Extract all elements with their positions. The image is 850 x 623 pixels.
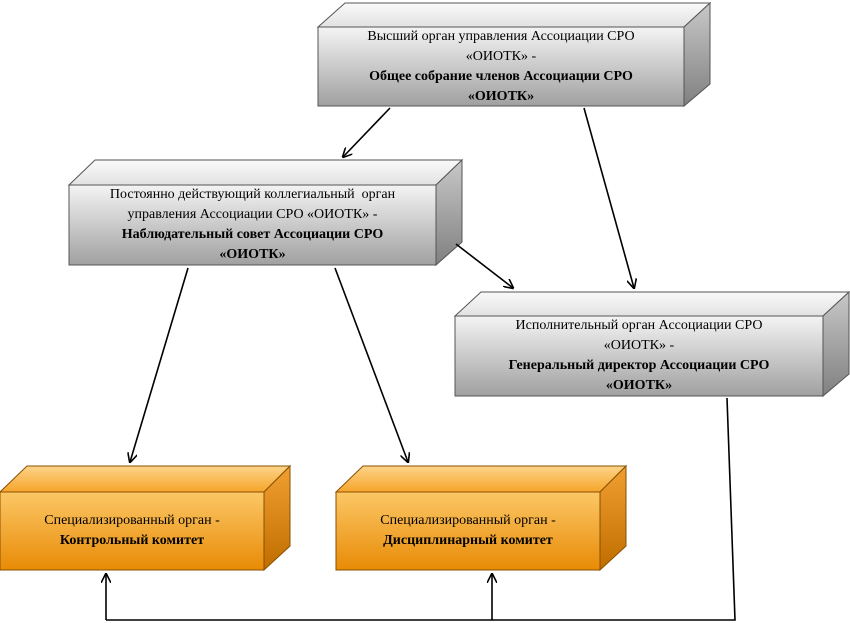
connector-executive-to-bottom: [106, 397, 736, 621]
executive-line4: «ОИОТК»: [605, 378, 673, 393]
arrow-board-to-control: [130, 267, 189, 462]
box-general-meeting: [316, 1, 712, 108]
arrow-meeting-to-executive: [583, 107, 634, 288]
arrow-board-to-discipline: [334, 267, 408, 462]
box-control-committee-front: [0, 491, 265, 571]
control-committee-line2: Контрольный комитет: [59, 533, 205, 548]
supervisory-board-line2: управления Ассоциации СРО «ОИОТК» -: [127, 207, 378, 222]
arrow-meeting-to-board: [343, 107, 391, 157]
box-supervisory-board-top: [67, 159, 464, 186]
executive-line2: «ОИОТК» -: [603, 338, 675, 353]
supervisory-board-line3: Наблюдательный совет Ассоциации СРО: [121, 227, 384, 242]
arrow-board-to-executive: [455, 243, 513, 288]
disciplinary-committee-label: Специализированный орган - Дисциплинарны…: [336, 492, 600, 570]
control-committee-line1: Специализированный орган -: [44, 513, 220, 528]
box-general-meeting-top: [316, 2, 712, 28]
disciplinary-committee-line2: Дисциплинарный комитет: [383, 533, 553, 548]
supervisory-board-line1: Постоянно действующий коллегиальный орга…: [109, 187, 396, 202]
box-supervisory-board-front: [68, 184, 437, 266]
box-disciplinary-committee-front: [335, 491, 601, 571]
disciplinary-committee-line1: Специализированный орган -: [380, 513, 556, 528]
box-supervisory-board: [67, 158, 464, 267]
box-general-meeting-front: [317, 26, 685, 107]
general-meeting-label: Высший орган управления Ассоциации СРО «…: [318, 27, 684, 106]
box-control-committee: [0, 464, 292, 572]
control-committee-label: Специализированный орган - Контрольный к…: [0, 492, 264, 570]
box-executive-front: [454, 315, 824, 397]
box-disciplinary-committee: [334, 464, 628, 572]
box-executive: [453, 290, 850, 398]
supervisory-board-label: Постоянно действующий коллегиальный орга…: [69, 185, 436, 265]
general-meeting-line1: Высший орган управления Ассоциации СРО: [367, 28, 635, 44]
box-disciplinary-committee-top: [334, 465, 628, 493]
executive-label: Исполнительный орган Ассоциации СРО «ОИО…: [455, 316, 823, 396]
general-meeting-line4: «ОИОТК»: [467, 88, 535, 104]
general-meeting-line3: Общее собрание членов Ассоциации СРО: [369, 68, 633, 84]
general-meeting-line2: «ОИОТК» -: [465, 48, 537, 64]
executive-line3: Генеральный директор Ассоциации СРО: [508, 358, 770, 373]
executive-line1: Исполнительный орган Ассоциации СРО: [515, 318, 763, 333]
box-control-committee-top: [0, 465, 292, 493]
box-executive-top: [453, 291, 850, 317]
supervisory-board-line4: «ОИОТК»: [219, 247, 286, 262]
